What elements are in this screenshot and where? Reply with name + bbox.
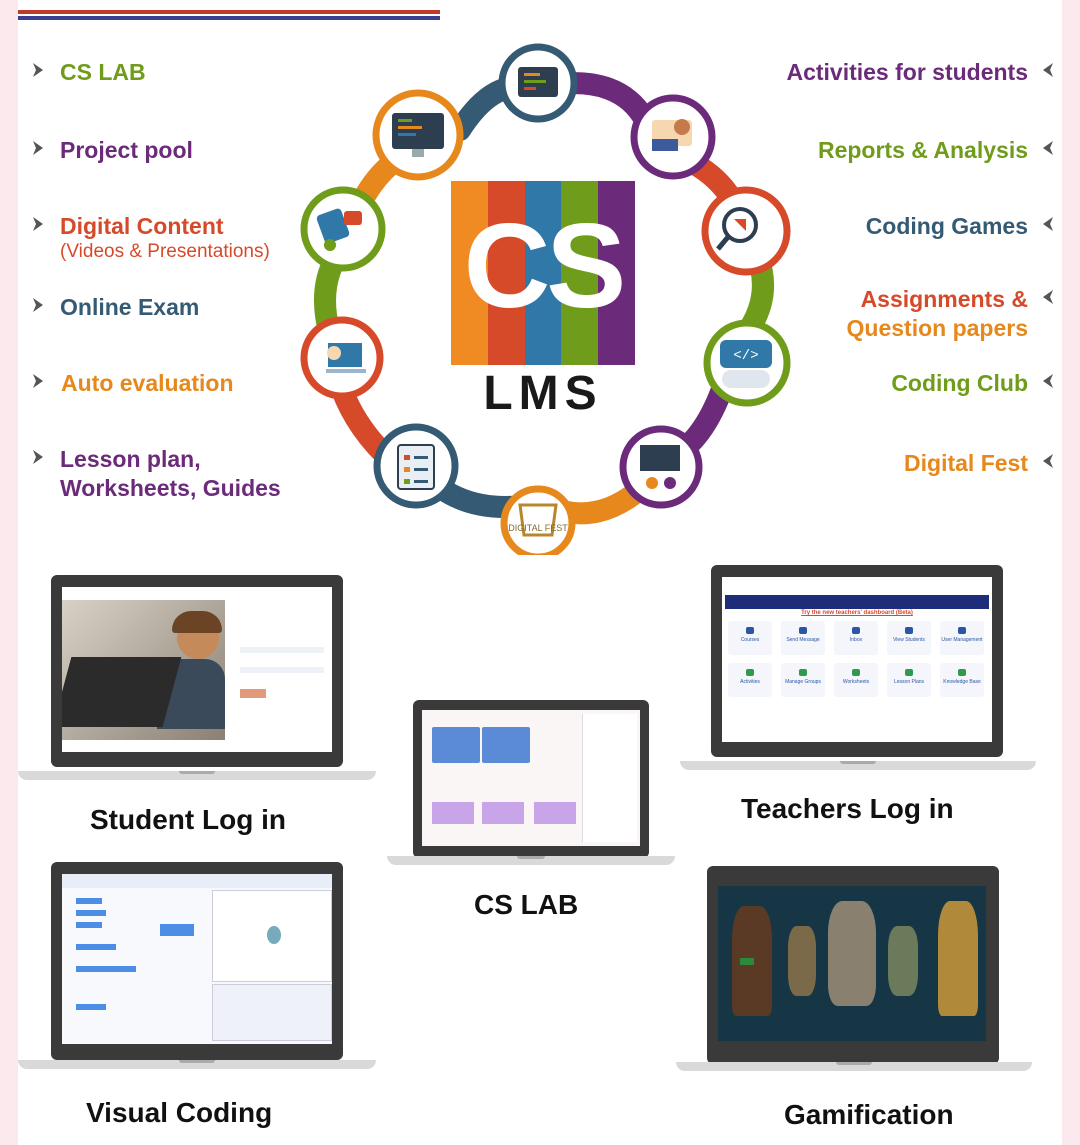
teacher-tile-label: Send Message — [786, 637, 820, 643]
teacher-tile-icon — [746, 627, 754, 634]
teacher-tile-label: Courses — [740, 637, 760, 643]
right-feature-item: Assignments & Question papers — [847, 285, 1028, 343]
right-arrow-icon — [1042, 289, 1054, 305]
right-feature-label: Assignments & — [860, 286, 1028, 312]
left-arrow-icon — [32, 62, 44, 78]
caption-teachers-login: Teachers Log in — [741, 793, 954, 824]
logo-cs-text: CS — [463, 199, 627, 333]
right-feature-label: Coding Games — [865, 213, 1028, 239]
teacher-tile-icon — [852, 627, 860, 634]
left-feature-label: Digital Content — [60, 213, 224, 239]
teacher-tile-icon — [799, 627, 807, 634]
teacher-tile[interactable]: Lesson Plans — [887, 663, 931, 697]
teacher-tile-icon — [799, 669, 807, 676]
teacher-tile[interactable]: Knowledge Base — [940, 663, 984, 697]
teacher-tile[interactable]: Worksheets — [834, 663, 878, 697]
right-feature-item: Coding Games — [866, 212, 1028, 241]
logo-stripe — [524, 181, 562, 365]
left-arrow-icon — [32, 373, 44, 389]
left-feature-label: Lesson plan, — [60, 446, 201, 472]
cslab-laptop — [387, 700, 677, 868]
teacher-tile-label: Lesson Plans — [893, 679, 925, 685]
caption-student-login: Student Log in — [90, 804, 286, 835]
left-arrow-icon — [32, 297, 44, 313]
left-feature-sublabel: (Videos & Presentations) — [60, 241, 270, 262]
left-feature-label: CS LAB — [60, 59, 146, 85]
lms-ring-diagram: </> DIGITAL FEST — [300, 43, 791, 555]
student-login-laptop — [18, 575, 378, 780]
left-feature-label-line2: Worksheets, Guides — [60, 475, 281, 501]
visual-coding-laptop — [18, 862, 378, 1072]
teacher-tile-icon — [746, 669, 754, 676]
teacher-tile-label: View Students — [893, 637, 925, 643]
left-feature-label: Project pool — [60, 137, 193, 163]
teacher-tile-icon — [958, 627, 966, 634]
teacher-tile-icon — [958, 669, 966, 676]
teacher-tile-label: Knowledge Base — [943, 679, 981, 685]
teacher-tile[interactable]: Manage Groups — [781, 663, 825, 697]
caption-gamification: Gamification — [784, 1099, 954, 1130]
logo-stripe — [561, 181, 599, 365]
teacher-tile[interactable]: User Management — [940, 621, 984, 655]
right-feature-label: Activities for students — [786, 59, 1028, 85]
right-feature-label: Digital Fest — [904, 450, 1028, 476]
right-feature-item: Reports & Analysis — [818, 136, 1028, 165]
left-feature-item: Digital Content(Videos & Presentations) — [60, 212, 270, 263]
caption-visual-coding: Visual Coding — [86, 1097, 273, 1128]
left-feature-item: CS LAB — [60, 58, 146, 87]
teacher-tile[interactable]: Inbox — [834, 621, 878, 655]
header-rule-blue — [18, 16, 440, 20]
right-feature-label: Coding Club — [891, 370, 1028, 396]
teacher-tile-label: Activities — [740, 679, 760, 685]
cs-lms-logo: CS — [451, 181, 635, 365]
right-feature-label: Reports & Analysis — [817, 137, 1028, 163]
left-arrow-icon — [32, 449, 44, 465]
teacher-tile-label: Worksheets — [842, 679, 870, 685]
gamification-laptop — [676, 866, 1036, 1076]
right-arrow-icon — [1042, 453, 1054, 469]
teacher-tile-icon — [905, 627, 913, 634]
right-feature-item: Digital Fest — [904, 449, 1028, 478]
teacher-tile-icon — [852, 669, 860, 676]
left-feature-item: Lesson plan, Worksheets, Guides — [60, 445, 281, 503]
right-arrow-icon — [1042, 140, 1054, 156]
caption-cs-lab: CS LAB — [474, 889, 579, 920]
right-feature-item: Activities for students — [786, 58, 1028, 87]
header-rule-red — [18, 10, 440, 14]
right-feature-item: Coding Club — [891, 369, 1028, 398]
svg-text:</>: </> — [733, 348, 758, 364]
logo-stripe — [598, 181, 635, 365]
teacher-tile-label: Manage Groups — [785, 679, 821, 685]
right-feature-label-line2: Question papers — [846, 315, 1028, 341]
teacher-tile[interactable]: Courses — [728, 621, 772, 655]
logo-stripe — [451, 181, 488, 365]
digital-fest-badge-text: DIGITAL FEST — [508, 523, 568, 533]
teacher-tile[interactable]: Send Message — [781, 621, 825, 655]
left-feature-item: Online Exam — [60, 293, 199, 322]
left-feature-label: Online Exam — [60, 294, 200, 320]
teacher-tile[interactable]: Activities — [728, 663, 772, 697]
right-arrow-icon — [1042, 62, 1054, 78]
left-arrow-icon — [32, 216, 44, 232]
right-arrow-icon — [1042, 373, 1054, 389]
left-arrow-icon — [32, 140, 44, 156]
left-feature-label: Auto evaluation — [61, 370, 234, 396]
right-arrow-icon — [1042, 216, 1054, 232]
left-feature-item: Project pool — [60, 136, 193, 165]
teacher-tile-label: Inbox — [849, 637, 863, 643]
logo-stripe — [487, 181, 525, 365]
left-feature-item: Auto evaluation — [61, 369, 234, 398]
teacher-banner[interactable]: Try the new teachers' dashboard (Beta) — [801, 610, 913, 616]
logo-lms-text: LMS — [483, 367, 603, 420]
teacher-tile-label: User Management — [941, 637, 983, 643]
teacher-tile-icon — [905, 669, 913, 676]
teacher-tile[interactable]: View Students — [887, 621, 931, 655]
teacher-login-laptop: Try the new teachers' dashboard (Beta) C… — [680, 565, 1040, 770]
